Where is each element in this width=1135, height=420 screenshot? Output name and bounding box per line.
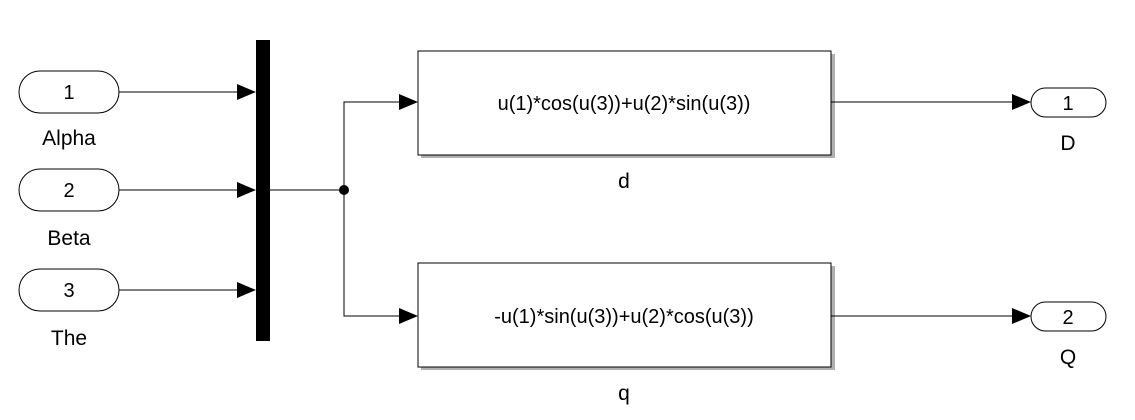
wire-branch-to-d[interactable] <box>343 101 402 190</box>
inport-3[interactable]: 3 <box>18 268 120 312</box>
inport-3-number: 3 <box>63 280 74 302</box>
outport-1-number: 1 <box>1062 93 1073 115</box>
inport-1-label: Alpha <box>42 127 96 150</box>
mux-block[interactable] <box>256 40 270 341</box>
arrow-mux-input-3 <box>237 282 256 298</box>
inport-3-label: The <box>51 327 87 350</box>
arrow-outport-1-input <box>1012 94 1031 110</box>
arrow-mux-input-2 <box>237 182 256 198</box>
inport-1-number: 1 <box>63 82 74 104</box>
outport-2-number: 2 <box>1062 307 1073 329</box>
inport-2-number: 2 <box>63 180 74 202</box>
fcn-block-q-shape <box>417 262 832 368</box>
fcn-block-d[interactable]: u(1)*cos(u(3))+u(2)*sin(u(3)) <box>417 50 835 158</box>
outport-1-shape <box>1030 87 1107 118</box>
outport-2-label: Q <box>1060 346 1076 369</box>
inport-2[interactable]: 2 <box>18 168 120 212</box>
fcn-block-q-label: q <box>618 382 630 405</box>
inport-2-label: Beta <box>47 227 91 250</box>
arrow-mux-input-1 <box>237 84 256 100</box>
outport-2-shape <box>1030 301 1107 332</box>
fcn-block-q-expression: -u(1)*sin(u(3))+u(2)*cos(u(3)) <box>494 306 754 328</box>
outport-2[interactable]: 2 <box>1030 301 1107 332</box>
arrow-d-input <box>399 94 418 110</box>
fcn-block-q[interactable]: -u(1)*sin(u(3))+u(2)*cos(u(3)) <box>417 262 835 370</box>
fcn-block-d-expression: u(1)*cos(u(3))+u(2)*sin(u(3)) <box>498 93 751 115</box>
fcn-block-d-label: d <box>618 170 630 193</box>
fcn-block-d-shape <box>417 50 832 156</box>
inport-1[interactable]: 1 <box>18 70 120 114</box>
arrow-outport-2-input <box>1012 308 1031 324</box>
outport-1-label: D <box>1060 132 1075 155</box>
outport-1[interactable]: 1 <box>1030 87 1107 118</box>
wire-branch-to-q[interactable] <box>343 190 402 317</box>
arrow-q-input <box>399 308 418 324</box>
